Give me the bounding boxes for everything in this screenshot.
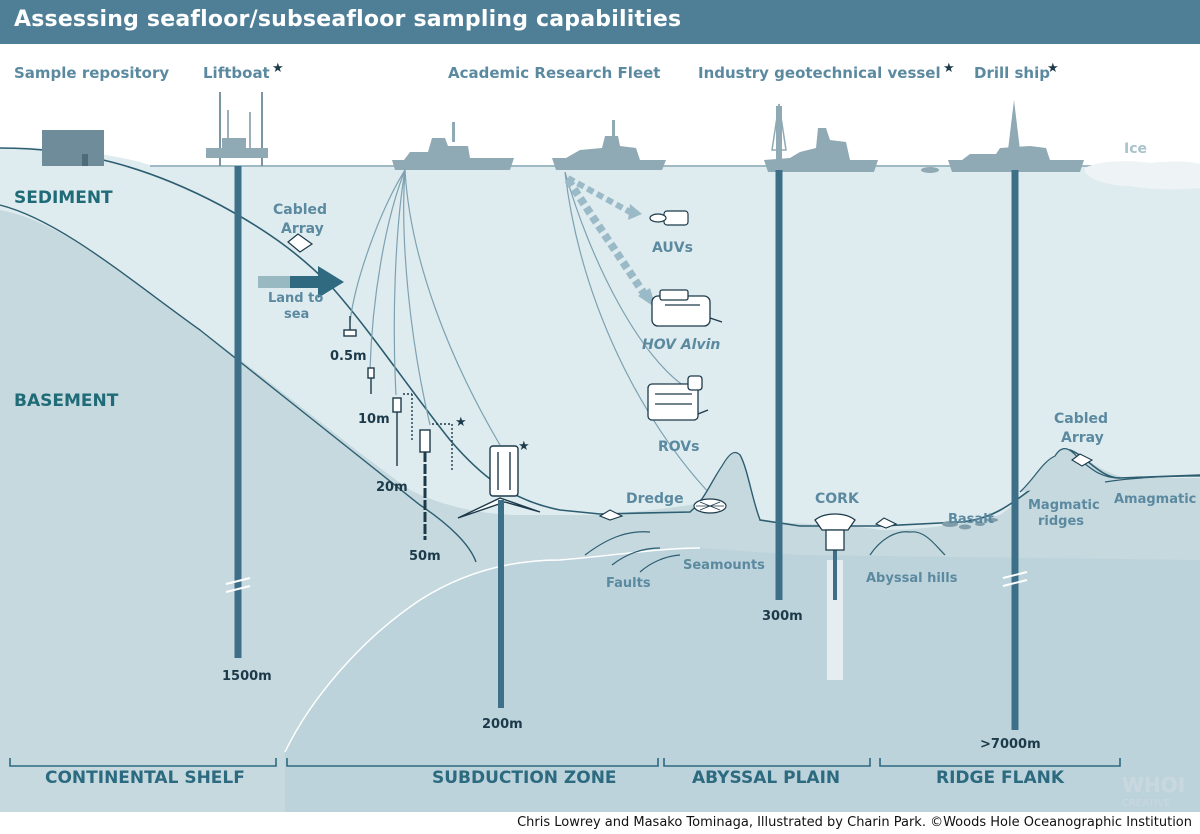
label-auvs: AUVs <box>652 240 693 256</box>
break-mark-1500m <box>225 577 251 593</box>
label-academic-fleet: Academic Research Fleet <box>448 64 660 82</box>
research-vessel-1 <box>392 122 514 170</box>
faults-lines <box>584 531 681 573</box>
rov-vehicle <box>647 375 709 421</box>
auv-vehicle <box>649 210 689 226</box>
cabled-array-right-node <box>1071 453 1094 467</box>
label-rovs: ROVs <box>658 439 699 455</box>
depth-1500m: 1500m <box>222 669 272 684</box>
label-dredge: Dredge <box>626 491 684 507</box>
label-seamounts: Seamounts <box>683 558 765 573</box>
whoi-logo-line2: CREATIVE <box>1122 798 1171 809</box>
break-mark-7000m <box>1002 571 1028 587</box>
depth-50m: 50m <box>409 549 441 564</box>
star-liftboat: ★ <box>272 61 284 76</box>
depth-0-5m: 0.5m <box>330 349 367 364</box>
star-drill-ship: ★ <box>1047 61 1059 76</box>
deep-crust <box>285 548 1200 812</box>
depth-200m: 200m <box>482 717 523 732</box>
auv-arrowhead <box>628 204 642 220</box>
hov-arrow <box>564 177 649 298</box>
label-hov-alvin: HOV Alvin <box>642 337 720 353</box>
drill-ship <box>921 100 1084 173</box>
seafloor-node-2 <box>874 517 898 529</box>
basalt-pillows <box>942 518 998 530</box>
label-cabled-array-left-2: Array <box>281 221 324 237</box>
corer-10m <box>367 367 375 394</box>
cabled-array-left-node <box>287 233 314 253</box>
hov-alvin-vehicle <box>651 289 723 327</box>
whoi-logo-line1: WHOI <box>1122 773 1185 797</box>
seafloor-node-1 <box>598 509 624 521</box>
research-vessel-2 <box>552 120 666 170</box>
basement-boundary <box>0 204 477 563</box>
label-amagmatic: Amagmatic <box>1114 492 1196 507</box>
repository-door <box>82 154 88 166</box>
auv-arrow <box>566 175 632 215</box>
depth-300m: 300m <box>762 609 803 624</box>
label-cork: CORK <box>815 491 860 507</box>
rov-cable-lines <box>564 171 713 497</box>
star-corer-50m: ★ <box>455 415 467 430</box>
abyssal-hill <box>869 531 946 556</box>
depth-10m: 10m <box>358 412 390 427</box>
label-magmatic-ridges-1: Magmatic <box>1028 498 1100 513</box>
star-drill-rig: ★ <box>518 439 530 454</box>
depth-7000m: >7000m <box>980 737 1041 752</box>
label-land-to-sea-2: sea <box>284 307 309 322</box>
label-cabled-array-left-1: Cabled <box>273 202 327 218</box>
corer-50m <box>419 423 453 540</box>
star-geotech-vessel: ★ <box>943 61 955 76</box>
zone-ridge-flank: RIDGE FLANK <box>936 768 1065 788</box>
repository-building <box>42 130 104 166</box>
cable-lines <box>349 169 501 446</box>
liftboat <box>206 92 268 166</box>
zone-continental-shelf: CONTINENTAL SHELF <box>45 768 245 788</box>
label-sample-repository: Sample repository <box>14 64 169 82</box>
dredge-tool <box>693 498 727 514</box>
label-abyssal-hills: Abyssal hills <box>866 571 958 586</box>
label-magmatic-ridges-2: ridges <box>1038 514 1084 529</box>
credit-bar: Chris Lowrey and Masako Tominaga, Illust… <box>0 812 1200 834</box>
corer-20m <box>392 393 413 466</box>
zone-subduction-zone: SUBDUCTION ZONE <box>432 768 617 788</box>
cork-observatory <box>814 513 856 680</box>
subducting-slab-line <box>284 547 701 753</box>
label-basalt: Basalt <box>948 512 994 527</box>
sampler-0-5m <box>343 316 357 337</box>
label-basement: BASEMENT <box>14 391 119 411</box>
label-drill-ship: Drill ship <box>974 64 1050 82</box>
amagmatic-seafloor <box>1104 475 1200 483</box>
label-liftboat: Liftboat <box>203 64 270 82</box>
title-bar: Assessing seafloor/subseafloor sampling … <box>0 0 1200 44</box>
diagram-title: Assessing seafloor/subseafloor sampling … <box>14 7 682 32</box>
label-sediment: SEDIMENT <box>14 188 113 208</box>
label-ice: Ice <box>1124 141 1147 157</box>
land-to-sea-arrow <box>258 266 344 298</box>
label-cabled-array-right-1: Cabled <box>1054 411 1108 427</box>
label-cabled-array-right-2: Array <box>1061 430 1104 446</box>
label-faults: Faults <box>606 576 651 591</box>
seafloor-illustration: Sample repository Liftboat ★ Academic Re… <box>0 44 1200 812</box>
label-geotech-vessel: Industry geotechnical vessel <box>698 64 941 82</box>
credit-text: Chris Lowrey and Masako Tominaga, Illust… <box>517 815 1192 830</box>
depth-20m: 20m <box>376 480 408 495</box>
zone-brackets <box>9 758 1121 767</box>
ice-floe <box>1085 161 1200 190</box>
land-to-sea-arrow-fade <box>258 276 290 288</box>
geotechnical-vessel <box>764 103 878 172</box>
label-land-to-sea-1: Land to <box>268 291 323 306</box>
magmatic-ridge <box>1019 448 1121 493</box>
zone-abyssal-plain: ABYSSAL PLAIN <box>692 768 840 788</box>
